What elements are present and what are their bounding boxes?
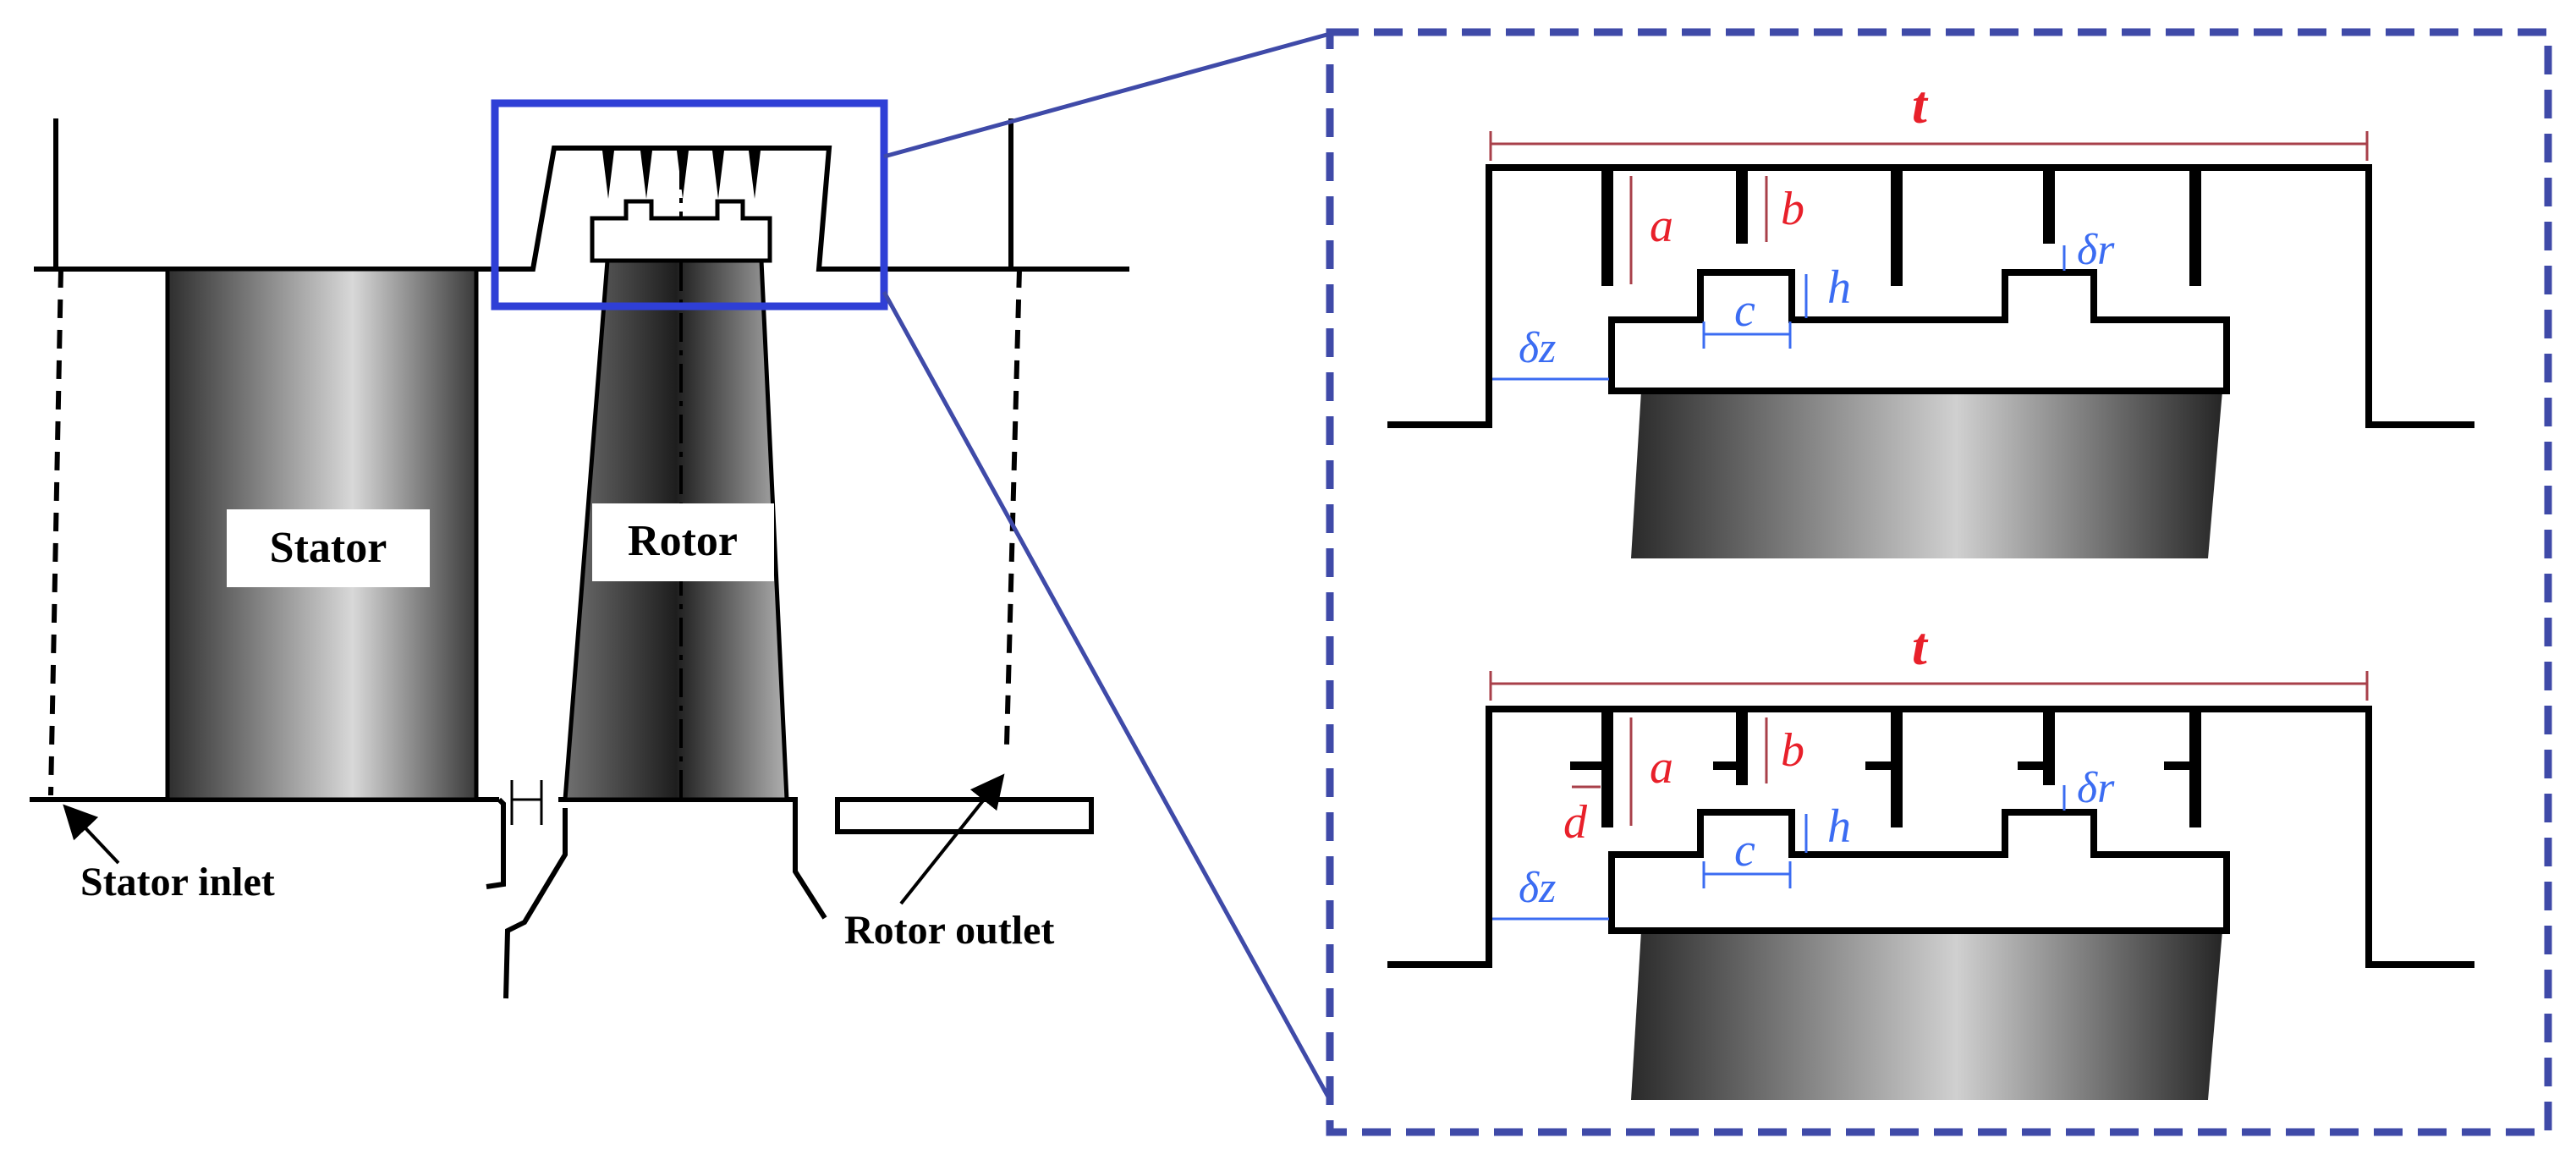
casing-outline <box>1387 706 2474 968</box>
shroud-cavity <box>508 146 846 272</box>
dim-h-label: h <box>1827 800 1851 853</box>
dim-delta-z-label: δz <box>1519 864 1556 912</box>
fin-step <box>2018 761 2044 770</box>
dim-t-label: t <box>1912 616 1929 676</box>
fin <box>2189 709 2201 827</box>
blade-tip <box>1631 931 2222 1100</box>
dim-c-label: c <box>1734 824 1755 877</box>
zoom-highlight-box <box>491 99 888 311</box>
seal-knife <box>749 151 761 199</box>
fin-step <box>1570 761 1602 770</box>
seal-knives <box>602 151 761 199</box>
zoom-leader-top <box>883 31 1331 159</box>
rotor-label: Rotor <box>628 517 738 565</box>
seal-knife <box>640 151 652 199</box>
fin <box>1601 168 1613 286</box>
fin <box>1891 168 1903 286</box>
dim-t-label: t <box>1912 74 1929 135</box>
dim-a-label: a <box>1650 741 1673 794</box>
overview-panel: Stator Rotor Stator inlet Rotor outlet <box>30 31 1332 1102</box>
fin-step <box>1865 761 1892 770</box>
seal-knife <box>677 151 689 199</box>
stator-inlet-arrow <box>63 804 120 865</box>
rotor-outlet-label: Rotor outlet <box>844 908 1054 953</box>
stator-label: Stator <box>270 524 387 572</box>
shroud <box>1608 809 2230 934</box>
dim-b-label: b <box>1781 183 1804 235</box>
fin <box>1736 709 1748 785</box>
fin <box>1601 709 1613 827</box>
hub-plate-right <box>835 797 1094 834</box>
dim-delta-r-label: δr <box>2077 764 2115 812</box>
dim-h-label: h <box>1827 261 1851 314</box>
dim-delta-r-label: δr <box>2077 226 2115 274</box>
dim-a-label: a <box>1650 200 1673 252</box>
stator-label-box <box>227 509 430 587</box>
zoom-leader-bottom <box>882 290 1332 1102</box>
dim-d-label: d <box>1563 796 1588 849</box>
fin <box>1736 168 1748 244</box>
blade-tip <box>1631 391 2222 558</box>
seal-knife <box>712 151 724 199</box>
fin <box>2189 168 2201 286</box>
seal-detail-bottom: t a b d h c δr δz <box>1387 616 2474 1100</box>
rotor-hub-left-lower <box>503 808 568 999</box>
fin <box>2043 168 2055 244</box>
rotor-outlet-plane <box>1004 268 1022 745</box>
shroud <box>590 199 772 263</box>
seal-detail-top: t a b h c δr δz <box>1387 74 2474 558</box>
stator-inlet-label: Stator inlet <box>80 860 275 904</box>
rotor-outlet-arrow <box>899 773 1005 905</box>
fin-step <box>2164 761 2190 770</box>
dim-c-label: c <box>1734 284 1755 337</box>
rotor-hub-left <box>486 797 506 889</box>
fin <box>2043 709 2055 785</box>
fin-step <box>1713 761 1737 770</box>
dim-delta-z-label: δz <box>1519 324 1556 372</box>
hub-line-rotor <box>558 797 827 920</box>
rotor-label-box <box>592 503 774 581</box>
shroud <box>1608 269 2230 394</box>
fin <box>1891 709 1903 827</box>
stator-inlet-plane <box>48 268 63 796</box>
casing-outline <box>1387 164 2474 428</box>
dim-b-label: b <box>1781 724 1804 777</box>
seal-knife <box>602 151 614 199</box>
